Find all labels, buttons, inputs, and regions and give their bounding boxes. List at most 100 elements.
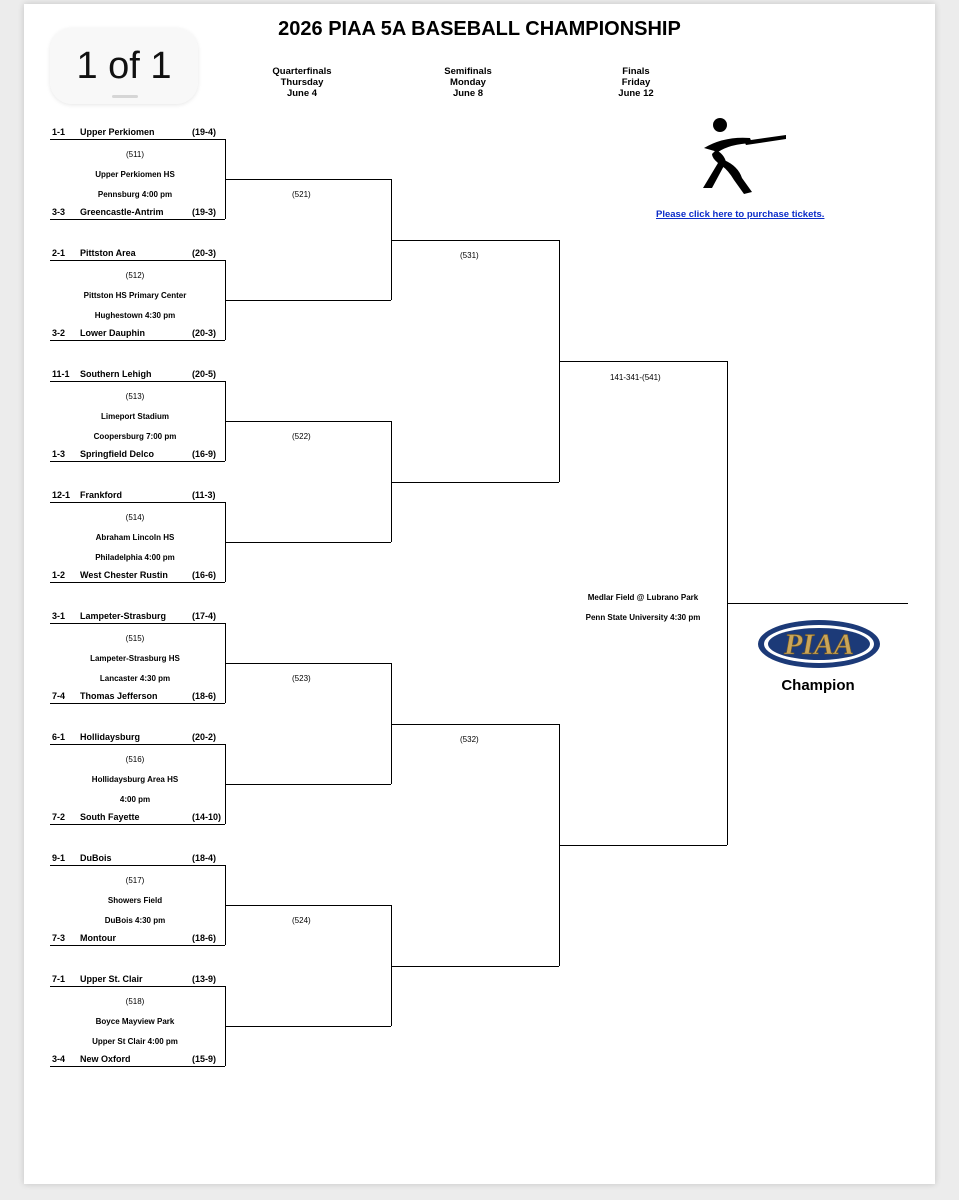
round-header-finals: Finals Friday June 12 bbox=[576, 66, 696, 99]
team-name: West Chester Rustin bbox=[80, 570, 168, 580]
team-line bbox=[50, 219, 225, 220]
game-number: 141-341-(541) bbox=[610, 372, 661, 382]
team-name: Thomas Jefferson bbox=[80, 691, 158, 701]
team-record: (18-4) bbox=[192, 853, 217, 863]
team-line bbox=[50, 381, 225, 382]
team-name: Pittston Area bbox=[80, 248, 136, 258]
team-name: Lampeter-Strasburg bbox=[80, 611, 167, 621]
team-name: Greencastle-Antrim bbox=[80, 207, 164, 217]
team-record: (20-2) bbox=[192, 732, 217, 742]
quarterfinal-line bbox=[225, 421, 391, 422]
team-seed: 1-3 bbox=[52, 449, 66, 459]
page-counter-handle bbox=[112, 95, 138, 98]
final-time: Penn State University 4:30 pm bbox=[585, 612, 701, 622]
team-record: (20-3) bbox=[192, 248, 217, 258]
game-number: (517) bbox=[125, 876, 145, 885]
quarterfinal-line bbox=[225, 905, 391, 906]
champion-line bbox=[727, 602, 908, 604]
team-record: (18-6) bbox=[192, 691, 217, 701]
team-seed: 3-4 bbox=[52, 1054, 66, 1064]
team-name: Springfield Delco bbox=[80, 449, 155, 459]
team-seed: 1-2 bbox=[52, 570, 66, 580]
team-seed: 9-1 bbox=[52, 853, 66, 863]
round-day: Friday bbox=[621, 77, 651, 88]
game-site: Upper Perkiomen HS bbox=[95, 170, 175, 179]
game-site: Showers Field bbox=[107, 896, 163, 905]
bracket-sheet bbox=[24, 4, 935, 1184]
team-record: (11-3) bbox=[192, 490, 216, 500]
team-seed: 7-4 bbox=[52, 691, 66, 701]
round-name: Quarterfinals bbox=[272, 66, 332, 77]
team-seed: 7-1 bbox=[52, 974, 66, 984]
game-number: (531) bbox=[460, 250, 479, 260]
piaa-logo-text: PIAA bbox=[783, 628, 854, 661]
game-site: Lampeter-Strasburg HS bbox=[90, 654, 180, 663]
game-number: (521) bbox=[292, 190, 311, 199]
round-name: Semifinals bbox=[444, 66, 492, 77]
game-time: 4:00 pm bbox=[119, 795, 151, 804]
team-line bbox=[50, 461, 225, 462]
team-seed: 11-1 bbox=[52, 369, 70, 379]
team-seed: 7-2 bbox=[52, 812, 66, 822]
game-site: Pittston HS Primary Center bbox=[83, 291, 187, 300]
team-name: DuBois bbox=[80, 853, 112, 863]
final-line bbox=[559, 844, 727, 846]
game-time: Coopersburg 7:00 pm bbox=[93, 432, 177, 441]
team-line bbox=[50, 502, 225, 503]
game-site: Abraham Lincoln HS bbox=[95, 533, 175, 542]
team-record: (20-3) bbox=[192, 328, 217, 338]
game-number: (522) bbox=[292, 432, 311, 441]
team-name: South Fayette bbox=[80, 812, 140, 822]
team-record: (17-4) bbox=[192, 611, 217, 621]
quarterfinal-line bbox=[225, 542, 391, 543]
team-record: (18-6) bbox=[192, 933, 217, 943]
team-seed: 1-1 bbox=[52, 127, 66, 137]
team-name: Hollidaysburg bbox=[80, 732, 141, 742]
game-number: (518) bbox=[125, 997, 145, 1006]
team-line bbox=[50, 139, 225, 140]
quarterfinal-line bbox=[225, 663, 391, 664]
team-name: New Oxford bbox=[80, 1054, 131, 1064]
semifinal-line bbox=[391, 239, 559, 241]
round-date: June 4 bbox=[286, 88, 318, 99]
game-number: (514) bbox=[125, 513, 145, 522]
purchase-tickets-link[interactable]: Please click here to purchase tickets. bbox=[656, 209, 825, 220]
semifinal-line bbox=[391, 481, 559, 483]
team-name: Upper St. Clair bbox=[80, 974, 143, 984]
team-record: (13-9) bbox=[192, 974, 217, 984]
team-record: (19-4) bbox=[192, 127, 217, 137]
team-name: Frankford bbox=[80, 490, 123, 500]
team-line bbox=[50, 623, 225, 624]
piaa-logo: PIAA bbox=[758, 620, 880, 668]
quarterfinal-line bbox=[225, 179, 391, 180]
game-site: Boyce Mayview Park bbox=[95, 1017, 175, 1026]
team-line bbox=[50, 986, 225, 987]
team-record: (15-9) bbox=[192, 1054, 217, 1064]
round-date: June 12 bbox=[618, 88, 654, 99]
team-line bbox=[50, 582, 225, 583]
team-record: (16-9) bbox=[192, 449, 217, 459]
team-seed: 3-1 bbox=[52, 611, 66, 621]
semifinal-line bbox=[391, 723, 559, 725]
team-seed: 6-1 bbox=[52, 732, 66, 742]
game-number: (513) bbox=[125, 392, 145, 401]
game-number: (524) bbox=[292, 916, 311, 925]
game-number: (511) bbox=[125, 150, 145, 159]
page-counter: 1 of 1 bbox=[50, 28, 198, 104]
team-record: (14-10) bbox=[192, 812, 222, 822]
team-seed: 2-1 bbox=[52, 248, 66, 258]
semifinal-line bbox=[391, 965, 559, 967]
team-line bbox=[50, 824, 225, 825]
team-line bbox=[50, 260, 225, 261]
team-line bbox=[50, 945, 225, 946]
round-header-semifinals: Semifinals Monday June 8 bbox=[408, 66, 528, 99]
team-line bbox=[50, 703, 225, 704]
game-number: (532) bbox=[460, 734, 479, 744]
round-day: Thursday bbox=[280, 77, 324, 88]
champion-label: Champion bbox=[781, 677, 855, 694]
quarterfinal-line bbox=[225, 1026, 391, 1027]
round-name: Finals bbox=[622, 66, 650, 77]
team-line bbox=[50, 1066, 225, 1067]
game-time: Lancaster 4:30 pm bbox=[99, 674, 171, 683]
team-name: Montour bbox=[80, 933, 116, 943]
